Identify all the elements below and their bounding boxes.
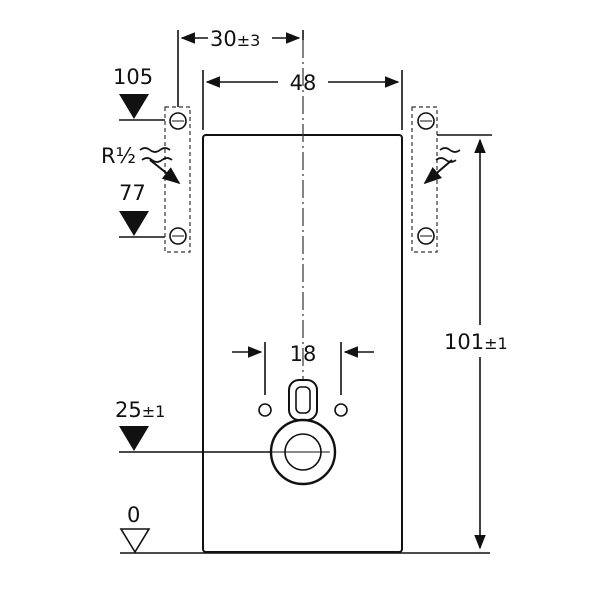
level-marker-icon [119,528,151,554]
flush-connection [288,379,318,421]
dimension-offset-top: 30±3 [180,27,304,51]
level-marker-25: 25±1 [115,398,272,453]
level-marker-icon [119,94,149,119]
bolt-hole-right [334,403,348,417]
dim-outlet-tolerance: ±1 [142,402,166,421]
screw-icon [169,112,187,130]
dim-offset-tolerance: ±3 [237,31,261,50]
level-marker-105: 105 [113,65,165,121]
level-marker-icon [119,211,149,236]
dimension-width: 48 [202,70,403,130]
dim-bracket-top-value: 105 [113,65,153,89]
water-supply-arrow-icon [139,147,181,185]
level-marker-77: 77 [119,181,165,238]
svg-text:30±3: 30±3 [210,27,260,51]
dimension-height: 101±1 [437,134,508,550]
left-mounting-bracket [164,30,191,253]
svg-text:25±1: 25±1 [115,398,165,422]
screw-icon [417,227,435,245]
screw-icon [417,112,435,130]
level-marker-0: 0 [119,503,151,554]
waste-outlet [269,418,337,486]
svg-text:101±1: 101±1 [444,330,508,354]
dim-bracket-bottom-value: 77 [119,181,146,205]
dim-outlet-value: 25 [115,398,142,422]
right-mounting-bracket [411,106,438,253]
dim-offset-value: 30 [210,27,237,51]
dimension-spacing: 18 [232,342,374,395]
dim-spacing-value: 18 [290,342,317,366]
level-marker-icon [119,426,149,451]
dim-height-tolerance: ±1 [484,334,508,353]
bolt-hole-left [258,403,272,417]
dim-height-value: 101 [444,330,484,354]
connection-label: R½ [101,144,136,168]
screw-icon [169,227,187,245]
dim-width-value: 48 [290,71,317,95]
water-supply-arrow-icon [423,147,461,185]
dim-floor-value: 0 [127,503,140,527]
